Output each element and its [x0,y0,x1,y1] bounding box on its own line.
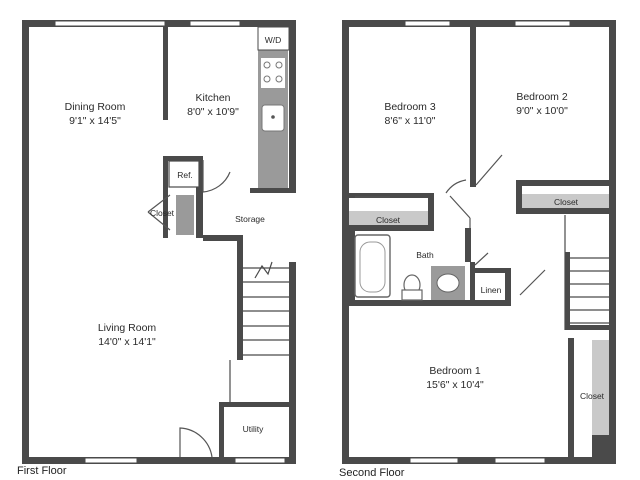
bedroom2-closet-left-wall [516,180,522,214]
stairs [229,261,289,402]
second-floor-right-wall-lower [609,182,616,464]
toilet-tank [401,289,423,301]
entry-door [179,427,213,458]
dining-kitchen-wall [163,27,168,120]
bedroom3-door [449,195,471,232]
window [84,457,138,464]
bath-left-wall [349,228,355,306]
bedroom-2-label: Bedroom 2 [516,91,568,103]
stair-bottom-wall [565,325,609,330]
living-room-label: Living Room [98,322,157,334]
refrigerator [168,160,200,188]
burner-icon [263,75,271,83]
burner-icon [275,61,283,69]
bedroom-divider-wall [470,27,476,187]
first-floor-bottom-wall [22,457,296,464]
closet-door [147,194,171,231]
bedroom-1-closet-label: Closet [580,391,605,401]
bedroom2-closet-top-wall [516,180,609,186]
utility-left-wall [219,402,224,464]
closet-wall-left [163,156,168,238]
closet-shelf [176,195,194,235]
labels: Dining Room 9'1" x 14'5" Kitchen 8'0" x … [17,35,605,479]
bedroom-1-label: Bedroom 1 [429,365,481,377]
bedroom-1-dimensions: 15'6" x 10'4" [426,379,484,391]
bedroom3-closet-top-wall [349,193,434,198]
stair-wall [237,235,243,360]
storage-door [202,160,231,193]
utility-label: Utility [243,424,265,434]
bath-label: Bath [416,250,434,260]
bedroom-3-dimensions: 8'6" x 11'0" [385,115,436,127]
window [189,20,241,27]
second-floor-bottom-wall [342,457,616,464]
utility-top-wall [219,402,296,407]
storage-label: Storage [235,214,265,224]
window [404,20,451,27]
closet-wall-right [196,156,203,238]
dining-room-dimensions: 9'1" x 14'5" [69,115,121,127]
bedroom1-closet-wall [568,338,574,457]
kitchen-dimensions: 8'0" x 10'9" [187,106,239,118]
first-floor-right-wall-upper [289,20,296,188]
refrigerator-label: Ref. [177,170,193,180]
closet-shelf [349,211,428,225]
second-floor-plan [342,20,616,464]
first-floor-plan [22,20,296,464]
burner-icon [275,75,283,83]
bedroom2-closet-bottom-wall [516,208,609,214]
linen-left-wall [470,262,475,306]
kitchen-lower-wall [163,156,203,161]
storage-top-wall [250,188,296,193]
bedroom-3-closet-label: Closet [376,215,401,225]
drain-icon [271,115,275,119]
washer-dryer-label: W/D [265,35,282,45]
bedroom3-closet-bottom-wall [349,225,434,231]
closet-corner [592,435,616,464]
linen-right-wall [505,268,511,306]
bedroom-door [445,154,503,194]
first-floor-title: First Floor [17,465,67,477]
storage-bottom-wall [203,235,243,241]
bedroom-2-closet-label: Closet [554,197,579,207]
bedroom3-closet-right-wall [428,193,434,231]
bath-bottom-wall [349,300,511,306]
linen-door [474,252,546,296]
bedroom-3-label: Bedroom 3 [384,101,436,113]
bedroom-2-dimensions: 9'0" x 10'0" [516,105,568,117]
living-room-dimensions: 14'0" x 14'1" [98,336,156,348]
linen-top-wall [475,268,511,273]
window [514,20,571,27]
window [494,457,546,464]
first-floor-left-wall [22,20,29,464]
second-floor-title: Second Floor [339,467,405,479]
bath-right-wall-upper [465,228,471,262]
second-floor-left-wall [342,20,349,464]
closet-shelf [592,340,609,435]
second-floor-top-wall [342,20,616,27]
burner-icon [263,61,271,69]
stair-rail-wall [565,252,570,330]
first-floor-right-wall-lower [289,262,296,464]
second-floor-right-wall-upper [609,20,616,188]
window [54,20,166,27]
linen-label: Linen [481,285,502,295]
bathtub-basin [359,241,386,293]
window [234,457,286,464]
closet-label: Closet [150,208,175,218]
bathroom-sink [436,273,460,293]
stairs [564,215,609,330]
kitchen-label: Kitchen [195,92,230,104]
window [409,457,459,464]
washer-dryer [257,26,290,51]
dining-room-label: Dining Room [65,101,126,113]
closet-shelf [522,194,609,208]
